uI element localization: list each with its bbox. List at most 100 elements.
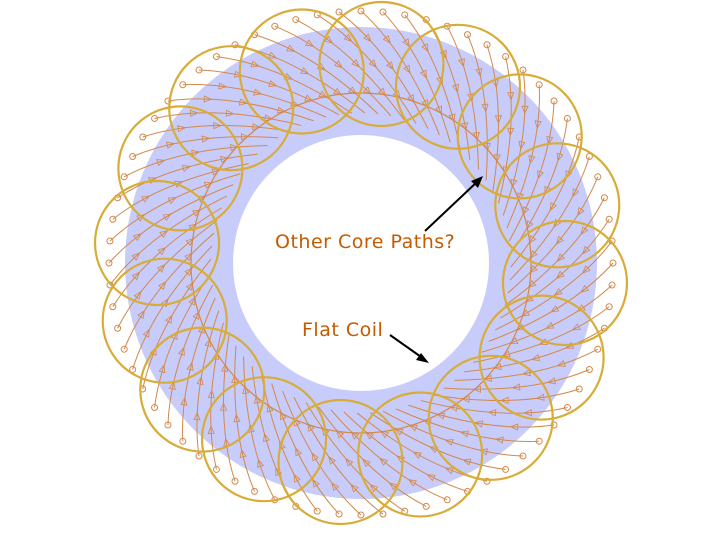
field-line bbox=[360, 10, 440, 136]
field-arrow-icon bbox=[233, 413, 241, 423]
field-arrow-icon bbox=[531, 354, 541, 361]
field-line-start-icon bbox=[151, 404, 159, 412]
field-arrow-icon bbox=[385, 61, 394, 71]
field-arrow-icon bbox=[165, 141, 175, 149]
field-arrow-icon bbox=[268, 80, 278, 87]
field-line bbox=[454, 348, 599, 381]
field-line-start-icon bbox=[109, 215, 117, 223]
field-line bbox=[142, 258, 212, 390]
field-line bbox=[382, 410, 523, 457]
field-line-start-icon bbox=[195, 66, 203, 74]
field-line bbox=[234, 345, 255, 492]
field-arrow-icon bbox=[494, 115, 502, 124]
field-arrow-icon bbox=[407, 479, 417, 487]
field-arrow-icon bbox=[362, 458, 371, 468]
field-line-start-icon bbox=[164, 97, 172, 105]
field-line-start-icon bbox=[563, 114, 571, 122]
field-line bbox=[295, 19, 405, 120]
field-arrow-icon bbox=[421, 43, 429, 53]
field-line bbox=[507, 176, 599, 294]
field-line-start-icon bbox=[550, 421, 558, 429]
field-arrow-icon bbox=[279, 440, 286, 450]
field-line-start-icon bbox=[483, 41, 491, 49]
field-arrow-icon bbox=[581, 265, 591, 274]
field-line bbox=[408, 404, 555, 428]
flat-coil bbox=[101, 257, 228, 384]
flat-coil bbox=[456, 73, 583, 200]
field-arrow-icon bbox=[582, 245, 591, 255]
flat-coil bbox=[357, 391, 484, 518]
field-arrow-icon bbox=[203, 95, 213, 103]
field-line-start-icon bbox=[164, 421, 172, 429]
field-arrow-icon bbox=[556, 152, 564, 162]
field-line-start-icon bbox=[120, 345, 128, 353]
field-line-start-icon bbox=[357, 7, 365, 15]
field-line bbox=[506, 84, 540, 229]
field-line bbox=[223, 334, 236, 482]
field-line-start-icon bbox=[212, 465, 220, 473]
field-line-start-icon bbox=[271, 22, 279, 30]
field-line-start-icon bbox=[609, 259, 617, 267]
field-arrow-icon bbox=[535, 393, 545, 401]
field-arrow-icon bbox=[572, 188, 580, 198]
field-arrow-icon bbox=[178, 346, 185, 356]
field-arrow-icon bbox=[537, 170, 544, 180]
field-arrow-icon bbox=[186, 361, 194, 371]
field-line bbox=[486, 44, 499, 192]
field-arrow-icon bbox=[419, 69, 427, 79]
field-arrow-icon bbox=[305, 39, 315, 47]
field-line-start-icon bbox=[129, 153, 137, 161]
field-arrow-icon bbox=[268, 51, 278, 59]
field-arrow-icon bbox=[509, 423, 519, 431]
field-line-start-icon bbox=[151, 114, 159, 122]
field-line-start-icon bbox=[585, 153, 593, 161]
field-line-start-icon bbox=[608, 281, 616, 289]
field-arrow-icon bbox=[257, 458, 265, 468]
field-line bbox=[123, 145, 268, 178]
field-arrow-icon bbox=[379, 457, 389, 466]
field-line-start-icon bbox=[292, 16, 300, 24]
field-line bbox=[404, 14, 461, 151]
field-line-start-icon bbox=[535, 81, 543, 89]
field-arrow-icon bbox=[452, 83, 459, 93]
field-line bbox=[510, 118, 568, 255]
field-arrow-icon bbox=[474, 420, 484, 428]
field-line-start-icon bbox=[502, 53, 510, 61]
field-line-start-icon bbox=[443, 496, 451, 504]
field-arrow-icon bbox=[369, 484, 379, 493]
field-arrow-icon bbox=[511, 383, 521, 391]
field-arrow-icon bbox=[157, 247, 167, 256]
field-arrow-icon bbox=[324, 35, 334, 44]
field-line bbox=[338, 11, 429, 129]
field-arrow-icon bbox=[556, 253, 566, 262]
field-line bbox=[443, 369, 590, 390]
field-line bbox=[504, 197, 605, 307]
field-arrow-icon bbox=[571, 323, 581, 331]
field-arrow-icon bbox=[201, 135, 211, 143]
field-line bbox=[330, 409, 448, 501]
field-arrow-icon bbox=[363, 33, 372, 43]
field-arrow-icon bbox=[426, 474, 436, 482]
field-arrow-icon bbox=[162, 213, 172, 221]
field-arrow-icon bbox=[213, 122, 222, 130]
field-arrow-icon bbox=[132, 233, 142, 242]
field-line bbox=[316, 14, 417, 124]
field-line bbox=[274, 25, 392, 117]
field-line bbox=[508, 101, 555, 242]
field-arrow-icon bbox=[577, 207, 585, 217]
field-arrow-icon bbox=[555, 235, 564, 245]
field-arrow-icon bbox=[462, 458, 472, 466]
field-arrow-icon bbox=[250, 60, 260, 68]
field-line-start-icon bbox=[357, 511, 365, 519]
field-line bbox=[112, 163, 249, 220]
field-line bbox=[382, 11, 451, 143]
field-line bbox=[317, 406, 427, 507]
field-arrow-icon bbox=[444, 467, 454, 475]
field-arrow-icon bbox=[475, 67, 483, 77]
field-arrow-icon bbox=[518, 140, 526, 150]
field-arrow-icon bbox=[521, 105, 529, 115]
field-line-start-icon bbox=[502, 465, 510, 473]
field-arrow-icon bbox=[196, 376, 204, 386]
